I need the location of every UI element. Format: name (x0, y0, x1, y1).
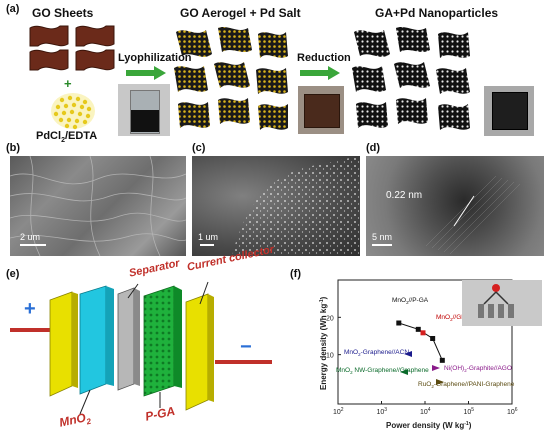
x-tick-label: 105 (464, 407, 475, 416)
x-axis-label: Power density (W kg-1) (386, 421, 472, 430)
vial-photo (118, 84, 170, 136)
sem-image-c: 1 um (192, 156, 360, 256)
arrow-marker (404, 351, 412, 357)
arrow-marker (400, 369, 408, 375)
final-aerogel-photo (484, 86, 534, 136)
data-point (430, 335, 436, 341)
arrow-marker (436, 379, 444, 385)
panel-c-label: (c) (192, 142, 206, 154)
data-point (439, 357, 445, 363)
data-point (415, 326, 421, 332)
pd-salt-cluster (51, 93, 95, 130)
scale-label-b: 2 um (20, 232, 41, 242)
panel-a-label: (a) (6, 3, 20, 15)
aerogel-photo (298, 86, 344, 134)
annotation-label: RuO2-Graphene//PANI-Graphene (418, 381, 515, 389)
pd-salt-label: PdCl2/EDTA (36, 130, 98, 145)
y-tick-label: 20 (326, 315, 334, 322)
reduction-label: Reduction (297, 52, 351, 64)
tem-image-d: 0.22 nm 5 nm (366, 156, 544, 256)
go-sheets-illustration (29, 25, 115, 71)
y-tick-label: 10 (326, 353, 334, 360)
green-arrow-icon (126, 66, 166, 80)
annotation-label: MnO2//GH (436, 314, 466, 322)
sem-image-b: 2 um (10, 156, 186, 256)
lattice-spacing-label: 0.22 nm (386, 190, 423, 201)
plus-terminal-icon: + (24, 298, 36, 320)
arrow-marker (432, 365, 440, 371)
annotation-label: Ni(OH)2-Graphite//AGO (444, 365, 512, 373)
nanoparticle-illustration (352, 27, 470, 130)
data-point (396, 320, 402, 326)
data-point (420, 330, 426, 336)
annotation-label: MnO2-Graphene//ACN (344, 349, 409, 357)
go-sheets-title: GO Sheets (32, 6, 94, 20)
panel-e-label: (e) (6, 268, 20, 280)
device-photo (462, 280, 542, 326)
minus-terminal-icon: − (240, 336, 252, 358)
x-tick-label: 104 (420, 407, 431, 416)
scale-label-c: 1 um (198, 232, 219, 242)
panel-d-label: (d) (366, 142, 381, 154)
scale-label-d: 5 nm (372, 232, 393, 242)
lyophilization-label: Lyophilization (118, 52, 192, 64)
y-axis-label: Energy density (Wh kg-1) (319, 296, 328, 390)
green-arrow-icon (300, 66, 340, 80)
aerogel-title: GO Aerogel + Pd Salt (180, 6, 301, 20)
x-tick-label: 106 (507, 407, 518, 416)
x-tick-label: 102 (333, 407, 344, 416)
annotation-label: MnO2//P-GA (392, 297, 429, 305)
panel-f-label: (f) (290, 268, 301, 280)
panel-b-label: (b) (6, 142, 21, 154)
annotation-label: MnO2 NW-Graphene//Graphene (336, 367, 429, 375)
x-tick-label: 103 (377, 407, 388, 416)
supercapacitor-diagram (10, 281, 272, 415)
plus-sign: + (64, 76, 72, 91)
nano-title: GA+Pd Nanoparticles (375, 6, 499, 20)
aerogel-illustration (174, 27, 288, 130)
